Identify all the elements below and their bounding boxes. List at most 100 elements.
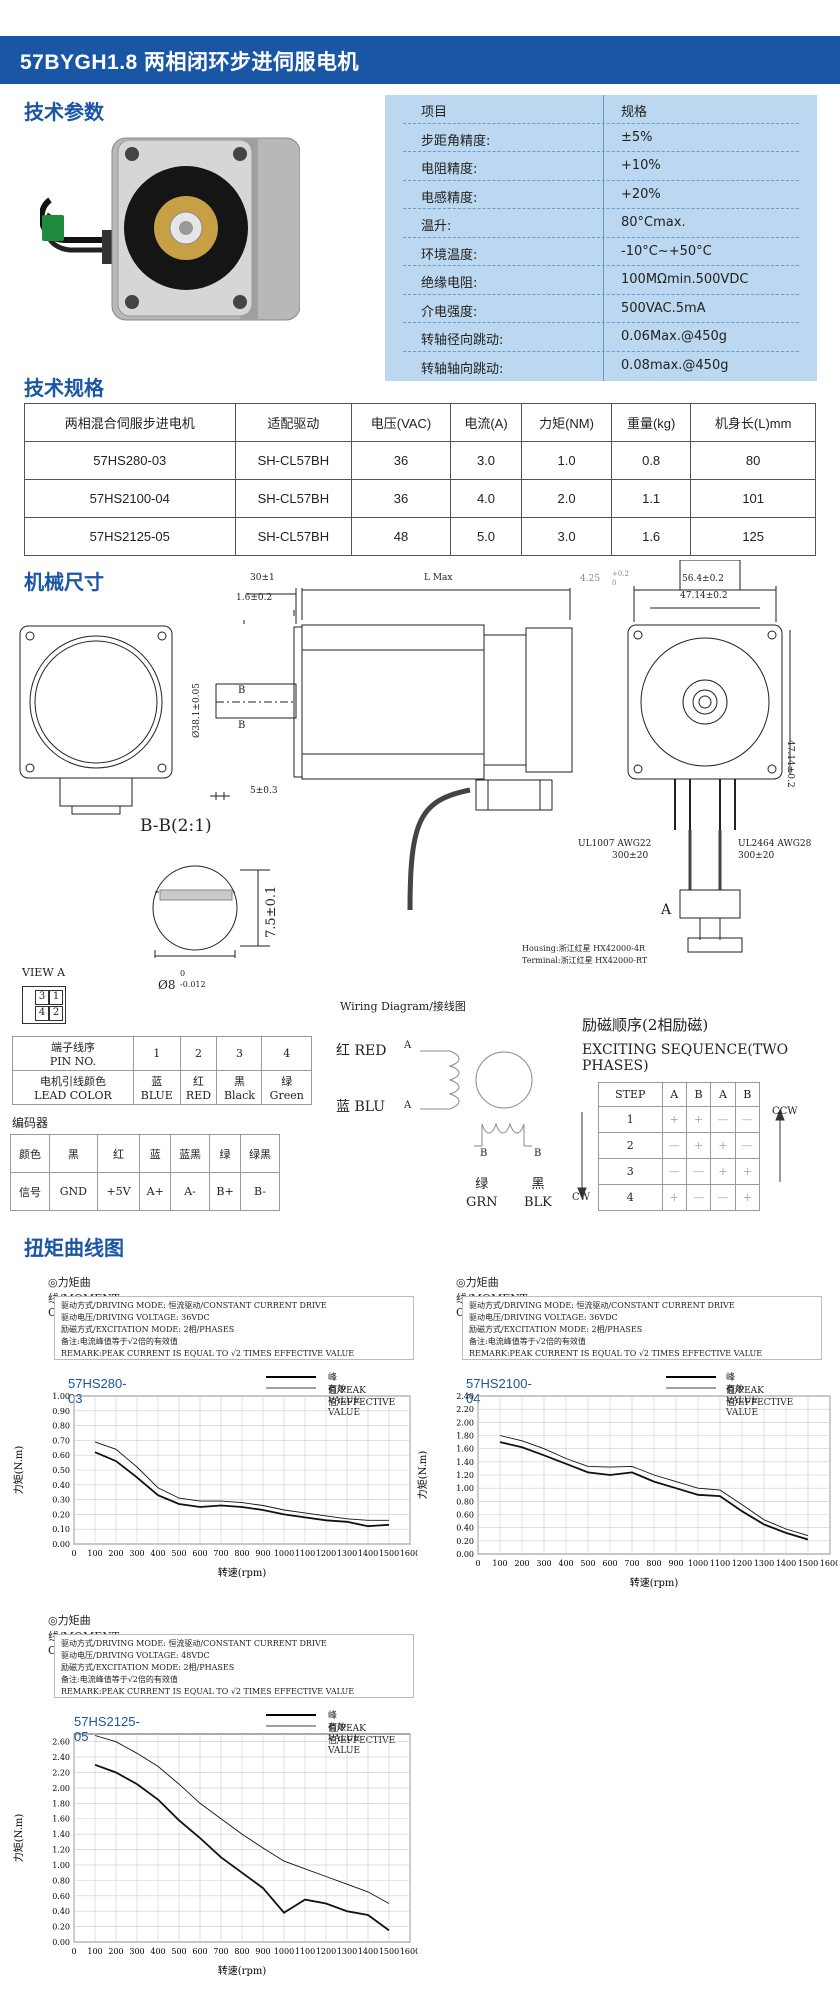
- x-tick-label: 1200: [316, 1947, 336, 1956]
- sequence-title: 励磁顺序(2相励磁): [582, 1016, 709, 1034]
- section-title-specs: 技术规格: [24, 376, 104, 400]
- param-key: 转轴径向跳动:: [421, 333, 504, 348]
- cable1-spec: UL1007 AWG22: [578, 839, 652, 849]
- x-tick-label: 1400: [776, 1559, 796, 1568]
- x-tick-label: 400: [150, 1549, 165, 1558]
- series-line: [499, 1441, 809, 1541]
- wire-blk-label: 黑 BLK: [524, 1177, 552, 1210]
- x-tick-label: 1200: [732, 1559, 752, 1568]
- table-cell: 蓝 BLUE: [133, 1070, 181, 1105]
- dim-8: Ø8: [158, 978, 176, 992]
- table-row: 4+——+: [598, 1184, 761, 1211]
- y-tick-label: 2.00: [52, 1784, 70, 1793]
- x-tick-label: 600: [192, 1549, 207, 1558]
- table-cell: 红 RED: [179, 1070, 218, 1105]
- legend-effective: 有效值/EFFECTIVE VALUE: [328, 1385, 396, 1418]
- y-tick-label: 2.00: [456, 1418, 474, 1427]
- view-a-connector: 3 1 4 2: [22, 986, 66, 1024]
- y-tick-label: 0.10: [52, 1525, 70, 1534]
- params-row: 介电强度:500VAC.5mA: [385, 295, 817, 323]
- section-bb-label: B-B(2:1): [140, 816, 212, 836]
- wire-b-left: B: [480, 1148, 488, 1159]
- dim-1-6: 1.6±0.2: [236, 593, 273, 603]
- dim-47-14-vertical: 47.14±0.2: [785, 740, 795, 788]
- table-cell: SH-CL57BH: [234, 517, 353, 556]
- chart-legend: [266, 1714, 316, 1727]
- params-row: 电阻精度:+10%: [385, 152, 817, 181]
- y-tick-label: 1.00: [52, 1861, 70, 1870]
- info-line: REMARK:PEAK CURRENT IS EQUAL TO √2 TIMES…: [61, 1349, 355, 1358]
- param-value: 0.06Max.@450g: [621, 329, 728, 344]
- view-a-title: VIEW A: [22, 966, 66, 979]
- x-tick-label: 1100: [710, 1559, 730, 1568]
- specs-header-cell: 两相混合伺服步进电机: [24, 403, 236, 442]
- info-line: 备注:电流峰值等于√2倍的有效值: [61, 1337, 178, 1346]
- table-cell: +: [661, 1184, 687, 1211]
- dim-47-14: 47.14±0.2: [680, 591, 728, 601]
- info-line: REMARK:PEAK CURRENT IS EQUAL TO √2 TIMES…: [469, 1349, 763, 1358]
- x-tick-label: 0: [71, 1549, 76, 1558]
- dim-b-top: B: [238, 685, 246, 696]
- y-tick-label: 0.80: [52, 1422, 70, 1431]
- table-cell: —: [734, 1106, 761, 1133]
- table-cell: 1: [598, 1106, 663, 1133]
- table-cell: —: [661, 1132, 687, 1159]
- x-tick-label: 1500: [379, 1549, 399, 1558]
- drive-info-box: 驱动方式/DRIVING MODE: 恒流驱动/CONSTANT CURRENT…: [462, 1296, 822, 1360]
- chart-legend: [266, 1376, 316, 1389]
- table-cell: 57HS2100-04: [24, 479, 236, 518]
- table-cell: 黑: [48, 1134, 98, 1173]
- x-tick-label: 500: [580, 1559, 595, 1568]
- table-cell: 颜色: [10, 1134, 50, 1173]
- table-cell: 36: [351, 479, 451, 518]
- chart-model-title: 57HS280-03: [68, 1376, 127, 1406]
- x-tick-label: 700: [624, 1559, 639, 1568]
- x-tick-label: 900: [668, 1559, 683, 1568]
- param-key: 步距角精度:: [421, 133, 491, 149]
- x-tick-label: 0: [71, 1947, 76, 1956]
- cable1-length: 300±20: [612, 851, 649, 861]
- page-title: 57BYGH1.8 两相闭环步进伺服电机: [20, 51, 360, 74]
- dim-4-25: 4.25: [580, 574, 601, 584]
- param-key: 环境温度:: [421, 247, 478, 263]
- dim-lmax: L Max: [424, 573, 453, 583]
- params-row: 绝缘电阻:100MΩmin.500VDC: [385, 266, 817, 295]
- dim-8-tol1: 0: [180, 969, 186, 978]
- x-tick-label: 100: [87, 1549, 102, 1558]
- x-axis-label: 转速(rpm): [630, 1576, 679, 1589]
- y-tick-label: 0.40: [456, 1524, 474, 1533]
- table-cell: +: [661, 1106, 687, 1133]
- table-cell: STEP: [598, 1082, 663, 1107]
- table-cell: 黑 Black: [216, 1070, 263, 1105]
- table-cell: 2: [598, 1132, 663, 1159]
- cw-label: CW: [572, 1192, 590, 1203]
- x-tick-label: 600: [602, 1559, 617, 1568]
- x-tick-label: 200: [514, 1559, 529, 1568]
- rotation-arrows: [577, 1108, 785, 1200]
- y-tick-label: 0.00: [52, 1540, 70, 1549]
- param-key: 介电强度:: [421, 304, 478, 320]
- param-value: 0.08max.@450g: [621, 357, 729, 373]
- x-tick-label: 700: [213, 1549, 228, 1558]
- specs-header-cell: 机身长(L)mm: [690, 403, 816, 442]
- x-axis-label: 转速(rpm): [218, 1964, 267, 1977]
- table-row: 1++——: [598, 1106, 761, 1133]
- x-tick-label: 800: [234, 1947, 249, 1956]
- table-row: 2—++—: [598, 1132, 761, 1159]
- chart-model-title: 57HS2125-05: [74, 1714, 140, 1744]
- y-tick-label: 0.00: [52, 1938, 70, 1947]
- table-cell: 36: [351, 441, 451, 480]
- table-cell: 电机引线颜色 LEAD COLOR: [12, 1070, 134, 1105]
- x-tick-label: 1300: [337, 1549, 357, 1558]
- param-key: 转轴轴向跳动:: [421, 361, 504, 377]
- specs-header-cell: 适配驱动: [234, 403, 353, 442]
- table-cell: 0.8: [610, 441, 692, 480]
- ccw-label: CCW: [772, 1106, 798, 1117]
